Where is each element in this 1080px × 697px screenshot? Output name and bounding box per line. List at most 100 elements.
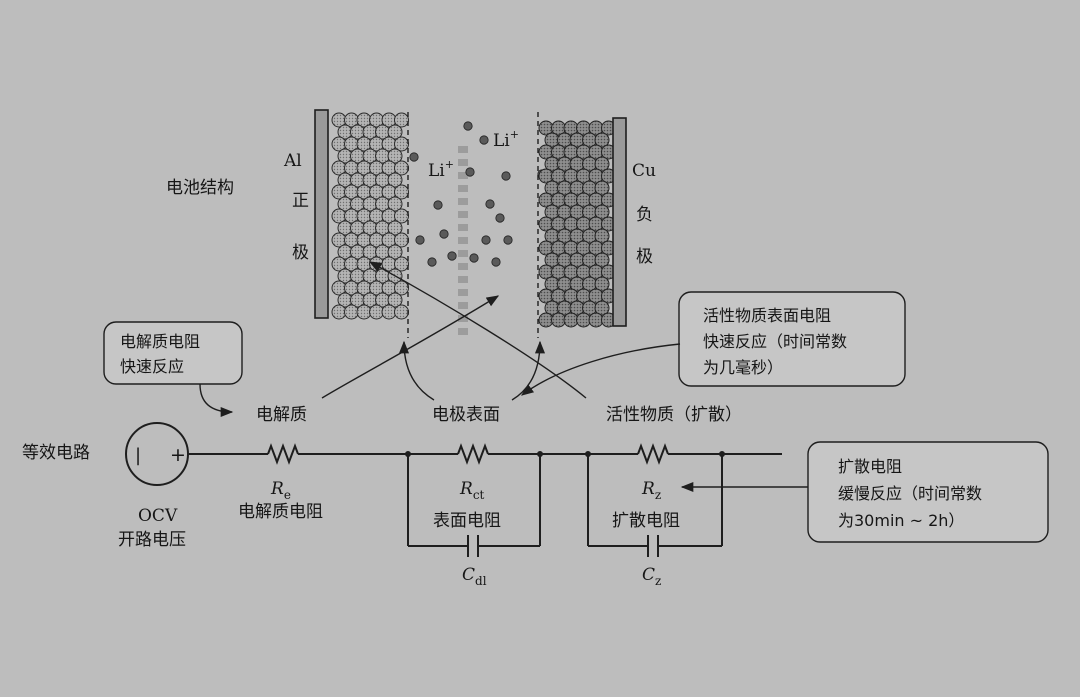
cathode-particle — [387, 172, 403, 188]
right-metal-label: Cu — [632, 161, 656, 181]
separator-pore — [458, 159, 468, 166]
ion-label-1: Li+ — [428, 158, 454, 181]
right-electrode-name-2: 极 — [636, 247, 653, 267]
lithium-ion — [409, 152, 419, 162]
cathode-particle — [381, 304, 397, 320]
anode-particle — [594, 228, 610, 244]
arrow-electrolyte — [321, 295, 500, 399]
re-desc: 电解质电阻 — [238, 502, 323, 522]
separator-pore — [458, 172, 468, 179]
lithium-ion — [485, 199, 495, 209]
ocv-desc: 开路电压 — [118, 530, 186, 550]
anode-particles — [538, 120, 616, 328]
lithium-ions — [409, 121, 547, 267]
electrolyte-callout-line-2: 快速反应 — [120, 357, 184, 376]
separator-pore — [458, 185, 468, 192]
surface-callout-line-2: 快速反应（时间常数 — [703, 332, 847, 351]
re-label: Re — [270, 479, 291, 502]
lithium-ion — [415, 235, 425, 245]
lithium-ion — [439, 229, 449, 239]
separator-pore — [458, 146, 468, 153]
lithium-ion — [501, 171, 511, 181]
diffusion-callout: 扩散电阻 缓慢反应（时间常数 为30min ~ 2h） — [680, 441, 1049, 543]
lithium-ion — [495, 213, 505, 223]
arrow-active-material — [368, 261, 587, 399]
lithium-ion — [503, 235, 513, 245]
cathode-particle — [387, 220, 403, 236]
lithium-ion — [465, 167, 475, 177]
anode-particle — [594, 180, 610, 196]
cathode-particle — [394, 184, 409, 200]
rct-desc: 表面电阻 — [433, 511, 501, 531]
cathode-particle — [387, 124, 403, 140]
region-electrolyte: 电解质 — [256, 405, 307, 425]
separator-pore — [458, 276, 468, 283]
surface-callout-arrow — [520, 343, 681, 396]
separator-pore — [458, 198, 468, 205]
surface-callout-line-3: 为几毫秒） — [703, 358, 783, 377]
right-current-collector — [612, 117, 627, 327]
cathode-particles — [331, 112, 409, 320]
lithium-ion — [463, 121, 473, 131]
resistor-rct — [457, 443, 489, 465]
cz-label: Cz — [642, 565, 661, 588]
right-electrode-name-1: 负 — [636, 205, 653, 225]
lithium-ion — [479, 135, 489, 145]
cathode-particle — [394, 304, 409, 320]
left-metal-label: Al — [283, 151, 302, 171]
cathode-particle — [387, 244, 403, 260]
left-electrode-name-1: 正 — [292, 191, 309, 211]
cathode-particle — [387, 292, 403, 308]
cathode-particle — [356, 304, 372, 320]
separator-pore — [458, 224, 468, 231]
cathode-particle — [394, 112, 409, 128]
anode-particle — [594, 132, 610, 148]
electrolyte-callout-arrow — [199, 383, 234, 418]
node-rz-right — [719, 451, 725, 457]
anode-particle — [594, 252, 610, 268]
left-electrode-name-2: 极 — [292, 243, 309, 263]
node-rct-left — [405, 451, 411, 457]
separator-pore — [458, 250, 468, 257]
cathode-particle — [387, 148, 403, 164]
anode-particle — [588, 312, 604, 328]
resistor-rz — [637, 443, 669, 465]
electrolyte-callout-line-1: 电解质电阻 — [120, 332, 200, 351]
electrolyte-callout: 电解质电阻 快速反应 — [103, 321, 243, 418]
separator-pore — [458, 263, 468, 270]
lithium-ion — [481, 235, 491, 245]
anode-particle — [576, 312, 591, 328]
ion-label-2: Li+ — [493, 128, 519, 151]
separator-pore — [458, 328, 468, 335]
ocv-minus: | — [135, 445, 141, 466]
anode-particle — [538, 312, 554, 328]
ocv-plus: + — [170, 444, 186, 466]
lithium-ion — [447, 251, 457, 261]
lithium-ion — [469, 253, 479, 263]
arrow-surface-right — [511, 340, 546, 401]
separator-pore — [458, 302, 468, 309]
rct-label: Rct — [459, 479, 485, 502]
arrow-surface-left — [398, 340, 435, 401]
cathode-particle — [387, 196, 403, 212]
rz-label: Rz — [641, 479, 661, 502]
circuit-title: 等效电路 — [22, 443, 90, 463]
separator-membrane — [458, 146, 468, 335]
lithium-ion — [491, 257, 501, 267]
cathode-particle — [394, 256, 409, 272]
separator-pore — [458, 211, 468, 218]
lithium-ion — [427, 257, 437, 267]
separator-pore — [458, 237, 468, 244]
anode-particle — [594, 276, 610, 292]
cdl-label: Cdl — [462, 565, 487, 588]
node-rz-left — [585, 451, 591, 457]
anode-particle — [594, 300, 610, 316]
separator-pore — [458, 289, 468, 296]
battery-title: 电池结构 — [166, 178, 234, 198]
rz-desc: 扩散电阻 — [612, 511, 680, 531]
diffusion-callout-line-1: 扩散电阻 — [838, 457, 902, 476]
cathode-particle — [331, 304, 347, 320]
lithium-ion — [433, 200, 443, 210]
